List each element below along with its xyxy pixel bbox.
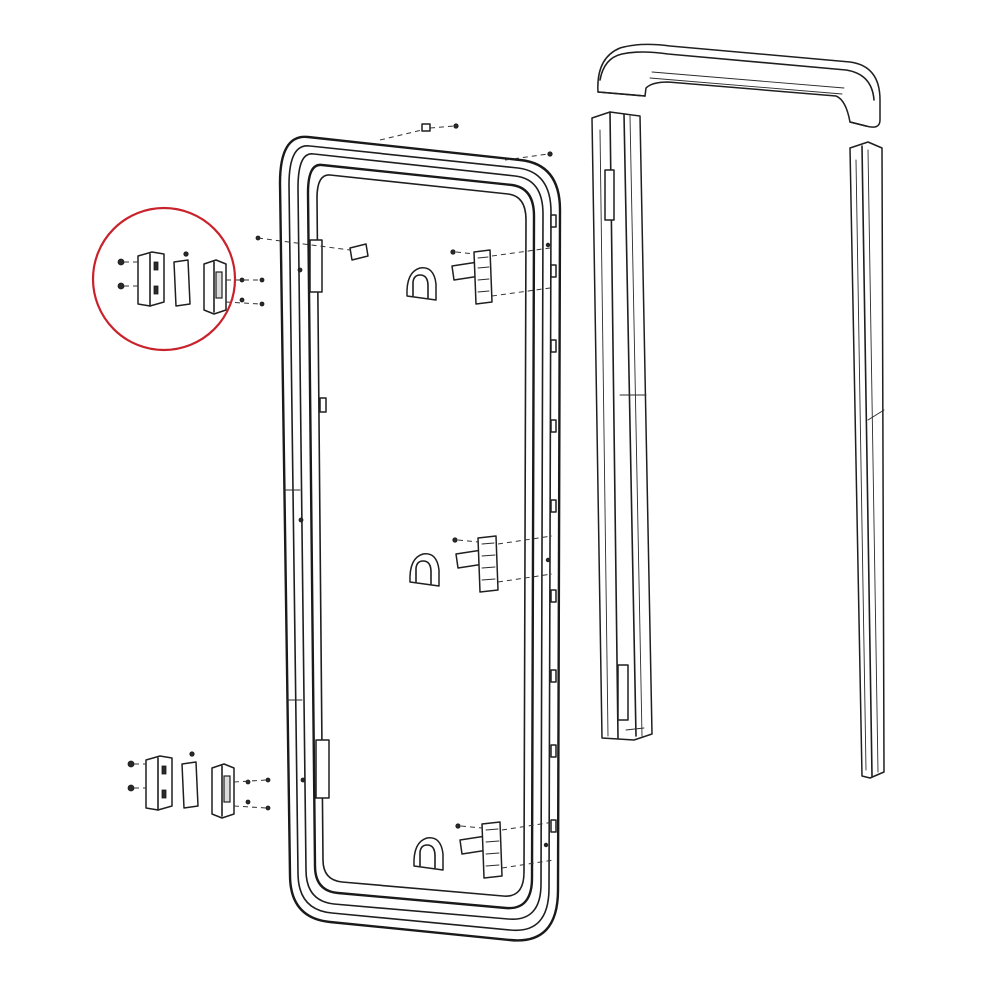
bottom-latch-assembly xyxy=(413,821,555,879)
middle-latch-assembly xyxy=(409,535,553,593)
lower-hinge-assembly xyxy=(127,751,271,819)
left-vertical-seal-strip xyxy=(591,111,653,741)
top-screws xyxy=(255,123,553,261)
right-vertical-seal-strip xyxy=(849,141,885,779)
top-latch-assembly xyxy=(406,247,551,305)
top-arch-trim xyxy=(597,43,881,128)
highlight-circle xyxy=(91,206,237,352)
upper-hinge-assembly xyxy=(117,251,265,315)
door-frame xyxy=(278,135,562,942)
